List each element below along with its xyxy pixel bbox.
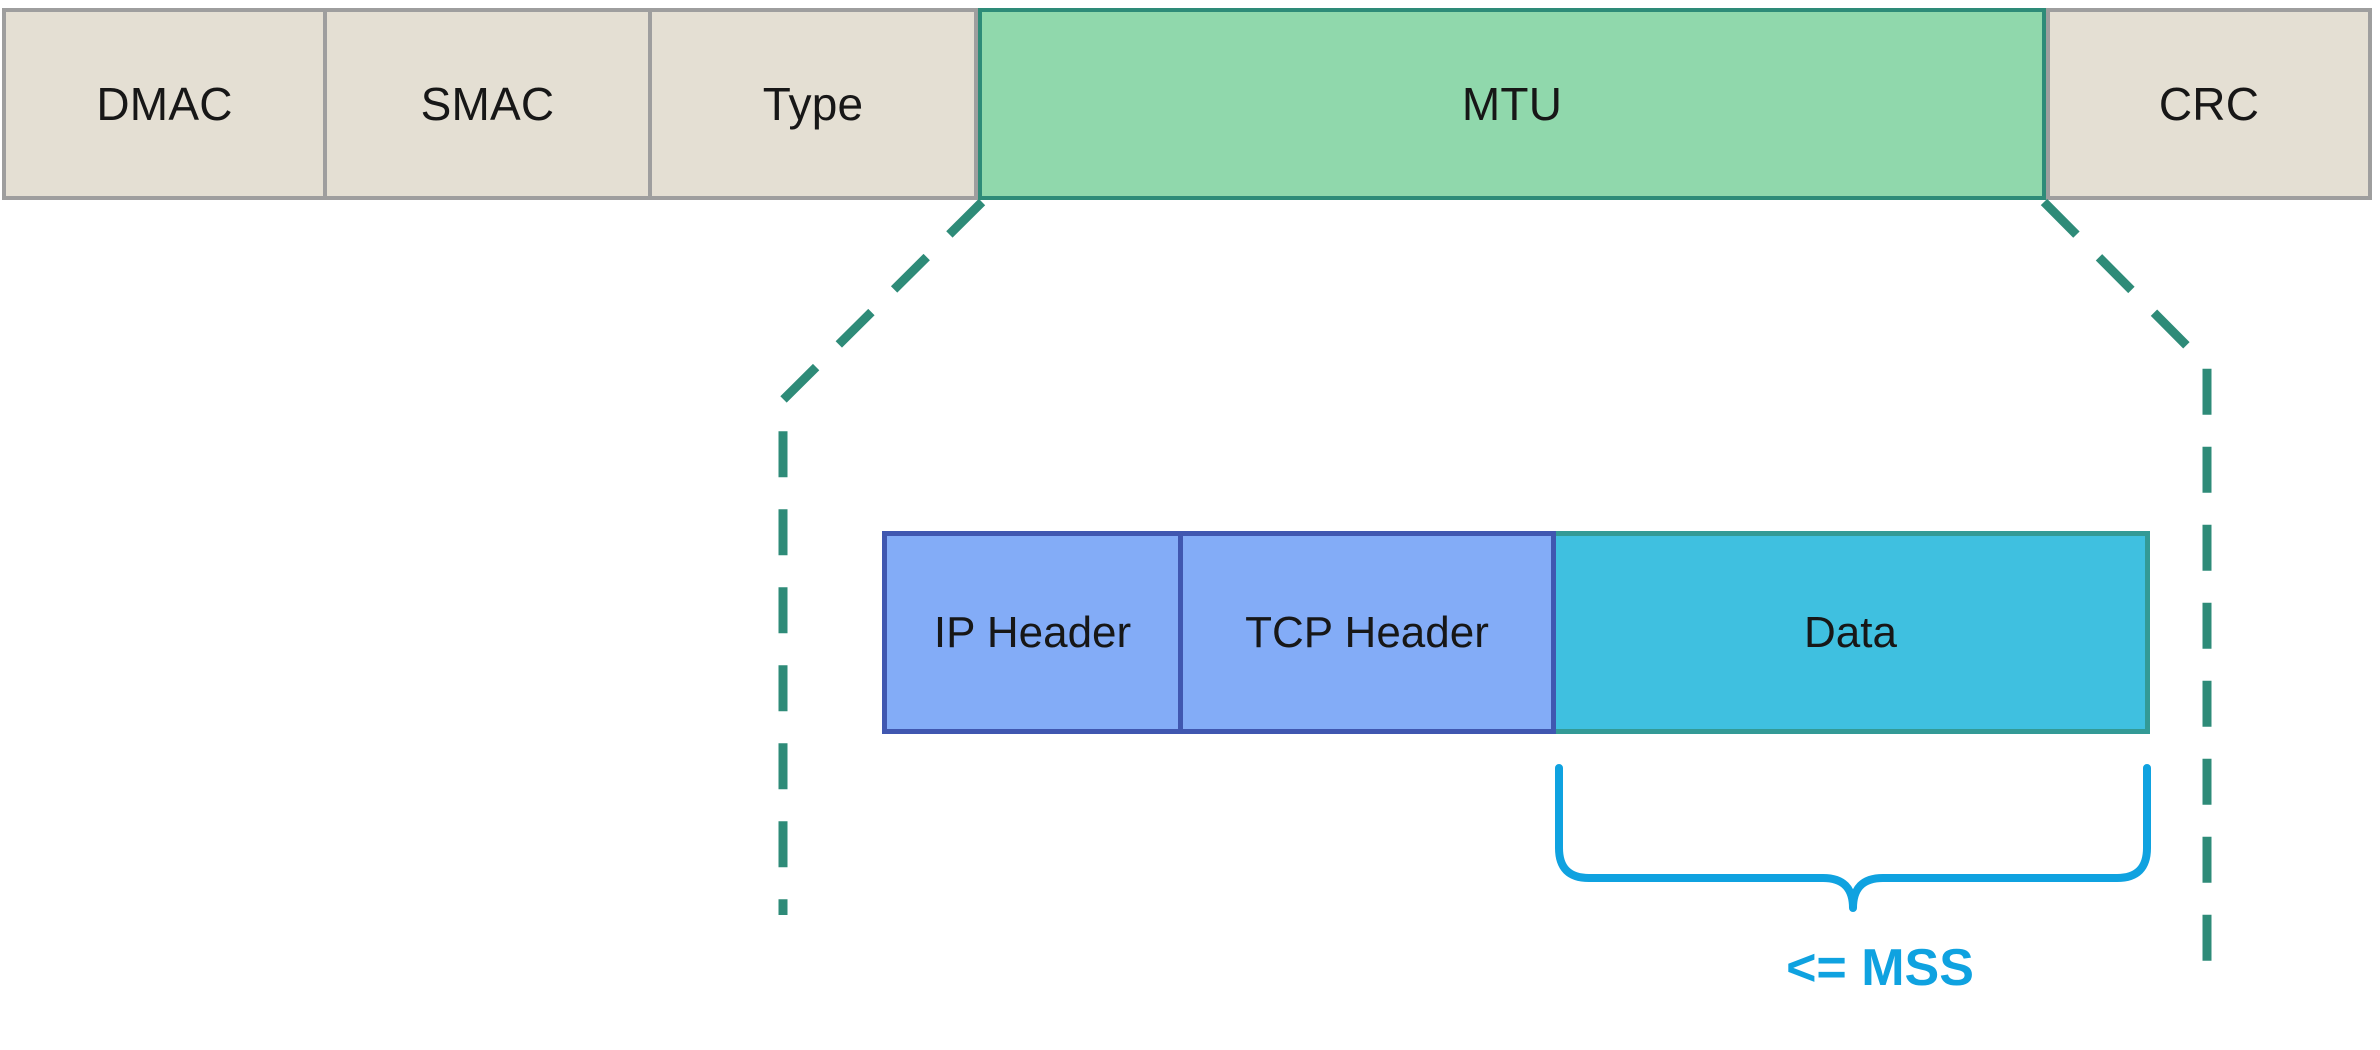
frame-field-type: Type: [652, 8, 978, 200]
frame-field-mtu-label: MTU: [1461, 78, 1563, 130]
frame-field-crc: CRC: [2046, 8, 2372, 200]
frame-field-smac: SMAC: [327, 8, 652, 200]
segment-field-data-label: Data: [1804, 607, 1897, 657]
segment-field-ip-header: IP Header: [882, 531, 1183, 734]
segment-field-data: Data: [1556, 531, 2150, 734]
frame-field-smac-label: SMAC: [420, 78, 555, 130]
mss-annotation-label: <= MSS: [1786, 939, 1974, 997]
segment-field-ip-header-label: IP Header: [933, 607, 1132, 657]
frame-field-mtu: MTU: [978, 8, 2046, 200]
frame-field-type-label: Type: [762, 78, 864, 130]
frame-field-dmac: DMAC: [2, 8, 327, 200]
segment-field-tcp-header-label: TCP Header: [1245, 607, 1489, 657]
mss-brace-icon: [1555, 764, 2151, 912]
tcp-segment: IP Header TCP Header Data: [882, 531, 2150, 734]
frame-field-crc-label: CRC: [2158, 78, 2260, 130]
frame-field-dmac-label: DMAC: [96, 78, 233, 130]
ethernet-frame: DMAC SMAC Type MTU CRC: [2, 8, 2372, 200]
segment-field-tcp-header: TCP Header: [1183, 531, 1556, 734]
